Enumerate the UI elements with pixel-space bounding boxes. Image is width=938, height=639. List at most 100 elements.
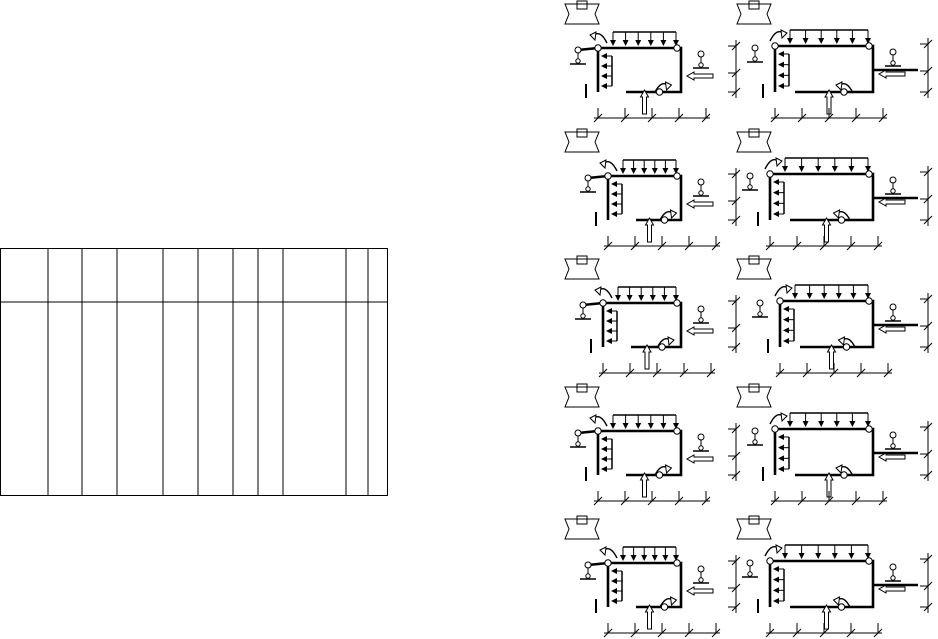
- variant-tag-icon: [564, 515, 600, 540]
- scheme-1: [564, 0, 741, 123]
- hinge-icon: [771, 425, 779, 433]
- distributed-load-icon: [783, 306, 795, 344]
- dimension-line-icon: [920, 553, 933, 613]
- dimension-line-icon: [598, 363, 716, 378]
- roller-support-icon: [570, 429, 586, 448]
- moment-arrow-icon: [599, 159, 618, 172]
- distributed-load-icon: [773, 566, 785, 604]
- variant-tag-icon: [564, 0, 600, 25]
- moment-arrow-icon: [764, 544, 783, 557]
- roller-support-icon: [885, 176, 901, 195]
- roller-support-icon: [693, 305, 709, 324]
- dimension-line-icon: [728, 555, 741, 613]
- roller-support-icon: [580, 561, 596, 580]
- distributed-load-icon: [778, 51, 790, 89]
- distributed-load-icon: [778, 434, 790, 472]
- roller-support-icon: [747, 427, 763, 446]
- hinge-icon: [658, 343, 666, 351]
- roller-support-icon: [885, 563, 901, 582]
- variant-tag-icon: [736, 0, 772, 25]
- dimension-line-icon: [728, 168, 741, 226]
- variant-tag-icon: [564, 383, 600, 408]
- moment-arrow-icon: [653, 464, 673, 477]
- force-arrow-icon: [685, 586, 714, 596]
- scheme-7: [564, 383, 741, 506]
- variant-tag-icon: [564, 255, 600, 280]
- distributed-load-icon: [792, 284, 871, 299]
- scheme-2: [736, 0, 933, 123]
- dimension-line-icon: [593, 108, 711, 123]
- distributed-load-icon: [601, 436, 613, 472]
- dimension-line-icon: [770, 108, 888, 123]
- dimension-line-icon: [920, 421, 933, 481]
- force-arrow-icon: [644, 603, 655, 630]
- dimension-line-icon: [765, 236, 883, 251]
- moment-arrow-icon: [764, 157, 783, 170]
- hinge-icon: [837, 603, 846, 611]
- variant-tag-icon: [736, 255, 772, 280]
- dimension-line-icon: [770, 491, 888, 506]
- hinge-icon: [840, 88, 848, 96]
- frame-member: [768, 172, 875, 222]
- force-arrow-icon: [824, 88, 834, 115]
- hinge-icon: [766, 557, 774, 565]
- hinge-icon: [594, 44, 602, 52]
- moment-arrow-icon: [594, 286, 613, 299]
- hinge-icon: [604, 559, 612, 567]
- dimension-line-icon: [593, 491, 711, 506]
- dimension-line-icon: [603, 623, 721, 638]
- table-border: [0, 248, 388, 496]
- scheme-8: [736, 383, 933, 506]
- moment-arrow-icon: [837, 336, 857, 349]
- hinge-icon: [865, 297, 873, 305]
- moment-arrow-icon: [658, 209, 678, 222]
- hinge-icon: [673, 559, 681, 567]
- moment-arrow-icon: [656, 336, 675, 349]
- scheme-4: [736, 128, 933, 251]
- hinge-icon: [865, 42, 873, 50]
- hinge-icon: [655, 471, 664, 479]
- force-arrow-icon: [877, 584, 906, 594]
- scheme-5: [564, 255, 741, 378]
- roller-support-icon: [885, 48, 901, 67]
- dimension-line-icon: [728, 40, 741, 98]
- moment-arrow-icon: [835, 81, 854, 94]
- distributed-load-icon: [787, 29, 871, 44]
- distributed-load-icon: [787, 412, 871, 427]
- force-arrow-icon: [685, 326, 714, 336]
- distributed-load-icon: [610, 31, 679, 46]
- hinge-icon: [655, 88, 664, 96]
- hinge-icon: [766, 170, 774, 178]
- force-arrow-icon: [685, 71, 714, 81]
- distributed-load-icon: [782, 544, 871, 559]
- frame-member: [606, 561, 683, 609]
- force-arrow-icon: [642, 343, 652, 370]
- hinge-icon: [771, 42, 779, 50]
- dimension-line-icon: [920, 38, 933, 98]
- hinge-icon: [865, 425, 873, 433]
- roller-support-icon: [580, 174, 596, 193]
- hinge-icon: [673, 427, 681, 435]
- force-arrow-icon: [824, 471, 834, 498]
- dimension-line-icon: [728, 423, 741, 481]
- moment-arrow-icon: [599, 546, 618, 559]
- hinge-icon: [599, 299, 607, 307]
- scheme-6: [736, 255, 933, 378]
- roller-support-icon: [742, 172, 758, 191]
- frame-member: [768, 559, 875, 609]
- variant-tag-icon: [564, 128, 600, 153]
- distributed-load-icon: [615, 286, 679, 301]
- force-arrow-icon: [639, 88, 650, 115]
- force-arrow-icon: [639, 471, 650, 498]
- distributed-load-icon: [773, 179, 785, 217]
- distributed-load-icon: [601, 53, 613, 89]
- moment-arrow-icon: [589, 31, 608, 44]
- moment-arrow-icon: [653, 81, 673, 94]
- hinge-icon: [673, 172, 681, 180]
- roller-support-icon: [885, 431, 901, 450]
- hinge-icon: [673, 44, 681, 52]
- force-arrow-icon: [877, 197, 906, 207]
- moment-arrow-icon: [769, 29, 788, 42]
- variant-data-table: [0, 248, 390, 502]
